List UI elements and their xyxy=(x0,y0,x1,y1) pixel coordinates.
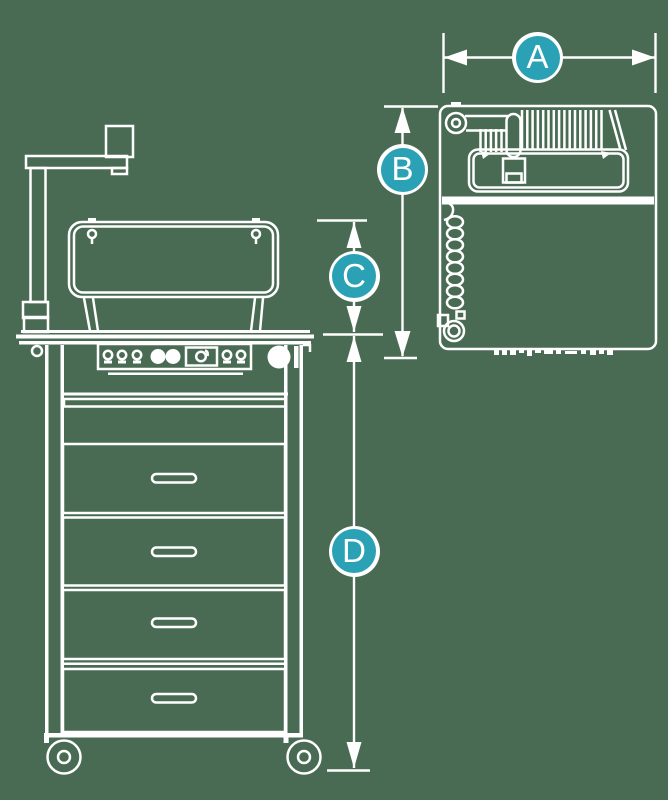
knob-icon xyxy=(131,349,143,361)
hose-connector-icon xyxy=(442,319,466,343)
dimension-a-badge: A xyxy=(512,32,563,83)
monitor-arm xyxy=(21,124,135,334)
drawer-stack xyxy=(61,442,287,734)
side-knob-icon xyxy=(30,344,44,358)
drawer-handle xyxy=(150,692,198,704)
dimension-a-label: A xyxy=(526,38,549,75)
arrowhead-up-icon xyxy=(346,336,362,362)
top-view-outline xyxy=(438,104,658,351)
top-view-cart xyxy=(436,102,658,356)
drawer-handle xyxy=(150,617,198,629)
mounting-clip-icon xyxy=(86,228,98,240)
arrowhead-right-icon xyxy=(632,49,655,66)
vent-ribs xyxy=(479,109,628,152)
dimension-a-circle: A xyxy=(515,35,560,80)
dimension-b-circle: B xyxy=(380,147,425,192)
mounting-clip-icon xyxy=(250,228,262,240)
knob-icon xyxy=(235,349,247,361)
drawer xyxy=(61,667,287,734)
drawer-handle xyxy=(150,472,198,484)
dimension-b-label: B xyxy=(391,150,414,187)
cart-base xyxy=(44,733,322,775)
knob-icon xyxy=(116,349,128,361)
drawer-handle xyxy=(150,546,198,558)
arm-joint-top xyxy=(444,111,527,184)
arrowhead-down-icon xyxy=(394,331,411,357)
arrowhead-up-icon xyxy=(346,222,362,248)
knob-icon xyxy=(102,349,114,361)
coiled-hose xyxy=(436,200,466,343)
caster-wheel xyxy=(286,739,322,775)
arrowhead-down-icon xyxy=(346,306,362,332)
drawer xyxy=(61,516,287,587)
slide-shelf xyxy=(62,397,288,408)
canister-icon xyxy=(267,345,291,369)
dial-icon xyxy=(150,349,166,364)
arm-pole xyxy=(29,166,47,304)
arrowhead-down-icon xyxy=(346,742,362,768)
tray-top xyxy=(467,148,630,193)
dimension-d-label: D xyxy=(342,531,366,569)
dial-icon xyxy=(165,349,181,364)
dimension-c-badge: C xyxy=(328,250,380,302)
dimension-d-badge: D xyxy=(328,525,380,577)
drawer xyxy=(61,588,287,661)
arrowhead-left-icon xyxy=(444,49,467,66)
connector-pin-row xyxy=(494,348,613,356)
dimension-d-circle: D xyxy=(332,529,376,573)
dimension-b-line xyxy=(384,105,438,360)
dimension-c-circle: C xyxy=(332,254,376,298)
dimension-c-label: C xyxy=(342,256,366,294)
cart-side-rails xyxy=(45,345,303,735)
control-panel xyxy=(96,342,299,375)
dimension-b-badge: B xyxy=(377,144,428,195)
drawer xyxy=(61,442,287,515)
monitor-box xyxy=(104,124,135,159)
caster-wheel xyxy=(46,739,82,775)
display-window xyxy=(184,346,219,367)
arrowhead-up-icon xyxy=(394,107,411,133)
back-rail-panel xyxy=(67,218,280,332)
front-view-cart xyxy=(16,124,322,775)
knob-icon xyxy=(221,349,233,361)
